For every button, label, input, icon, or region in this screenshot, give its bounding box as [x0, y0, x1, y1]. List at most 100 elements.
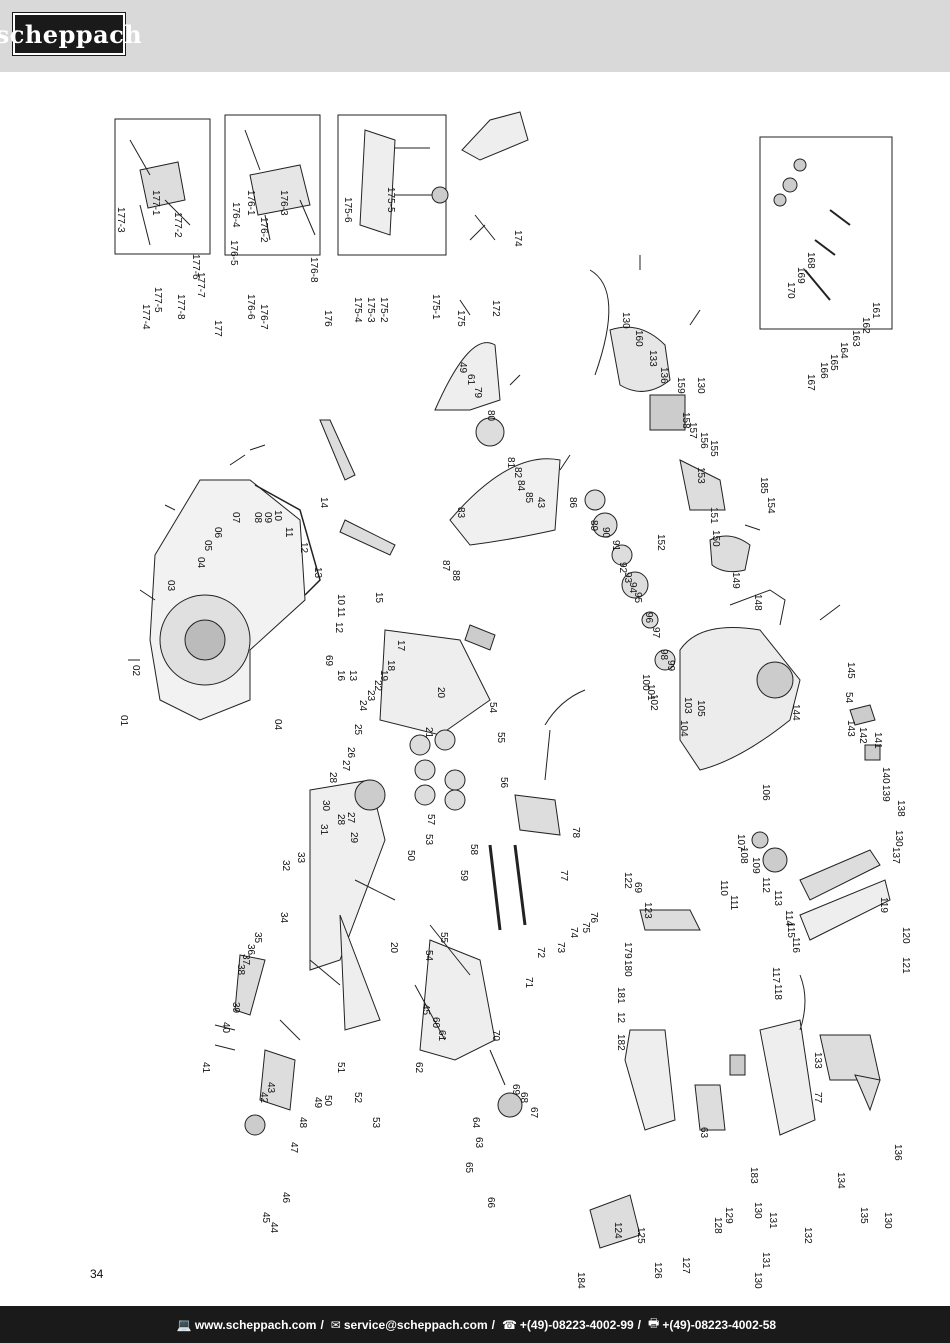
callout: 111 — [728, 895, 739, 911]
callout: 177-8 — [175, 294, 186, 320]
callout: 156 — [698, 432, 709, 449]
callout: 102 — [648, 694, 659, 711]
callout: 80 — [485, 410, 496, 422]
callout: 74 — [568, 927, 579, 939]
callout: 140 — [880, 767, 891, 784]
callout: 54 — [843, 692, 854, 704]
callout: 115 — [785, 922, 796, 938]
callout: 14 — [318, 497, 329, 509]
callout: 177-7 — [195, 272, 206, 298]
callout: 129 — [723, 1207, 734, 1224]
callout: 39 — [230, 1002, 241, 1014]
page-number: 34 — [90, 1267, 104, 1281]
callout: 45 — [260, 1212, 271, 1224]
callout: 90 — [600, 527, 611, 539]
callout: 145 — [845, 662, 856, 679]
callout: 12 — [333, 622, 344, 634]
callout: 116 — [790, 937, 801, 953]
callout: 67 — [528, 1107, 539, 1119]
callout: 28 — [335, 814, 346, 826]
detail-box-161 — [759, 136, 893, 330]
callout: 99 — [665, 660, 676, 672]
phone-icon: ☎ — [501, 1317, 517, 1332]
callout: 138 — [895, 800, 906, 817]
callout: 04 — [195, 557, 206, 569]
callout: 131 — [760, 1252, 771, 1269]
callout: 27 — [340, 760, 351, 772]
callout: 57 — [425, 814, 436, 826]
callout: 13 — [347, 670, 358, 682]
callout: 06 — [212, 527, 223, 539]
callout: 24 — [357, 700, 368, 712]
callout: 58 — [468, 844, 479, 856]
parts-drawing — [114, 111, 893, 1249]
callout: 77 — [558, 870, 569, 882]
phone-number: +(49)-08223-4002-99 — [519, 1317, 634, 1332]
callout: 55 — [495, 732, 506, 744]
callout: 49 — [457, 362, 468, 374]
detail-box-177 — [114, 118, 211, 255]
callout: 130 — [752, 1272, 763, 1289]
callout: 53 — [423, 834, 434, 846]
callout: 182 — [615, 1034, 626, 1051]
callout: 52 — [352, 1092, 363, 1104]
callout: 72 — [535, 947, 546, 959]
callout: 132 — [802, 1227, 813, 1244]
callout: 170 — [785, 282, 796, 299]
callout: 59 — [458, 870, 469, 882]
callout: 184 — [575, 1272, 586, 1289]
callout: 63 — [698, 1127, 709, 1139]
callout: 49 — [312, 1097, 323, 1109]
callout: 40 — [220, 1022, 231, 1034]
callout: 119 — [878, 897, 889, 913]
callout: 27 — [345, 812, 356, 824]
callout: 43 — [265, 1082, 276, 1094]
callout: 176-5 — [228, 240, 239, 266]
callout: 185 — [758, 477, 769, 494]
callout: 50 — [322, 1095, 333, 1107]
callout: 175-6 — [342, 197, 353, 223]
callout: 69 — [323, 655, 334, 667]
callout: 175-5 — [385, 187, 396, 213]
callout: 82 — [512, 467, 523, 479]
callout: 166 — [818, 362, 829, 379]
callout: 16 — [335, 670, 346, 682]
callout: 43 — [535, 497, 546, 509]
callout: 133 — [812, 1052, 823, 1069]
callout: 20 — [435, 687, 446, 699]
callout: 153 — [695, 467, 706, 484]
callout: 32 — [280, 860, 291, 872]
callout: 11 — [283, 527, 294, 538]
callout: 66 — [485, 1197, 496, 1209]
callout: 137 — [890, 847, 901, 864]
callout: 177-4 — [140, 304, 151, 330]
callout: 134 — [835, 1172, 846, 1189]
callout: 180 — [622, 960, 633, 977]
callout: 21 — [423, 727, 434, 739]
callout: 139 — [880, 785, 891, 802]
callout: 176-4 — [230, 202, 241, 228]
callout: 54 — [487, 702, 498, 714]
callout: 159 — [675, 377, 686, 394]
callout: 160 — [633, 330, 644, 347]
callout: 163 — [850, 330, 861, 347]
callout: 176-2 — [258, 217, 269, 243]
callout: 45 — [420, 1004, 431, 1016]
website-link[interactable]: www.scheppach.com — [194, 1317, 317, 1332]
callout: 96 — [643, 612, 654, 624]
callout: 128 — [712, 1217, 723, 1234]
callout: 150 — [710, 530, 721, 547]
callout: 64 — [470, 1117, 481, 1129]
callout: 122 — [622, 872, 633, 889]
callout: 152 — [655, 534, 666, 551]
callout: 121 — [900, 957, 911, 974]
callout: 83 — [455, 507, 466, 519]
separator: / — [491, 1317, 495, 1332]
email-link[interactable]: service@scheppach.com — [343, 1317, 488, 1332]
callout: 123 — [642, 902, 653, 919]
exploded-parts-diagram: 177-1 177-2 177-3 177-6 177-7 177-8 177-… — [0, 72, 950, 1289]
callout: 177-1 — [150, 190, 161, 216]
separator: / — [320, 1317, 324, 1332]
page-header: scheppach — [0, 0, 950, 72]
callout: 130 — [752, 1202, 763, 1219]
